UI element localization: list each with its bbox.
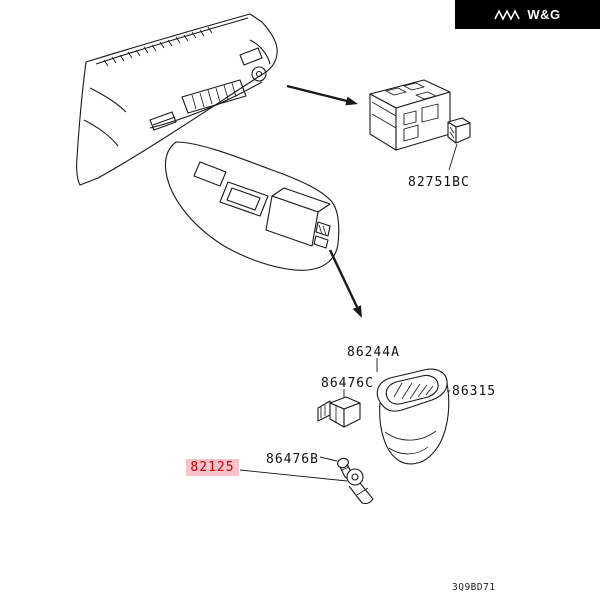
dashboard-part	[76, 13, 278, 186]
arrow-to-relay-box	[286, 84, 358, 106]
relay-box-part	[369, 79, 451, 151]
leader-line	[448, 143, 458, 171]
brand-text: W&G	[527, 7, 561, 22]
ashtray-housing-part	[376, 368, 450, 465]
arrow-to-lighter-assembly	[328, 249, 362, 318]
relay-connector-part	[447, 117, 471, 171]
part-label-bulb-socket[interactable]: 86476B	[266, 452, 319, 467]
brand-zigzag-icon	[494, 8, 521, 21]
bulb-socket-part	[337, 457, 353, 479]
brand-banner: W&G	[455, 0, 600, 29]
switch-part	[317, 396, 361, 428]
part-label-cigarette-lighter-highlighted[interactable]: 82125	[186, 459, 239, 476]
part-label-ashtray-assembly[interactable]: 86244A	[347, 345, 400, 360]
cigarette-lighter-part	[346, 468, 374, 505]
part-label-relay-connector[interactable]: 82751BC	[408, 175, 470, 190]
part-label-ashtray-housing[interactable]: 86315	[452, 384, 497, 399]
part-label-switch[interactable]: 86476C	[321, 376, 374, 391]
floor-console-part	[164, 141, 340, 271]
leader-lines	[239, 358, 450, 482]
diagram-code: 3Q9BD71	[452, 582, 496, 593]
